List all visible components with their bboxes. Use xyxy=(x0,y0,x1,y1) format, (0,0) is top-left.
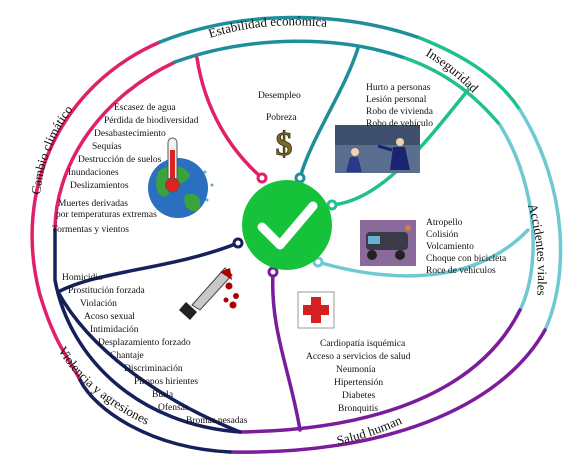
ring-estabilidad xyxy=(158,15,422,44)
ring-accidentes xyxy=(518,108,563,332)
dot-green xyxy=(326,199,338,211)
robbery-scene-icon xyxy=(335,125,420,173)
salud-item: Cardiopatía isquémica xyxy=(320,339,406,349)
spoke-navy xyxy=(56,241,240,294)
inner-ring-pink xyxy=(53,60,177,232)
inner-ring-navy xyxy=(53,228,242,434)
accidentes-item: Choque con bicicleta xyxy=(426,254,507,264)
clima-item: por temperaturas extremas xyxy=(56,210,157,220)
inner-ring-teal xyxy=(173,39,407,64)
ring-salud xyxy=(228,328,547,454)
inner-ring-lightblue xyxy=(498,123,535,312)
inner-ring-purple xyxy=(238,308,522,434)
salud-item: Bronquitis xyxy=(338,404,379,414)
dot-pink xyxy=(256,172,268,184)
ring-clima xyxy=(30,40,162,382)
svg-text:$: $ xyxy=(276,126,293,163)
economia-item: Pobreza xyxy=(266,113,297,123)
dollar-icon: $ xyxy=(275,126,293,164)
salud-item: Acceso a servicios de salud xyxy=(306,352,411,362)
inner-ring-green xyxy=(403,56,502,127)
accidentes-item: Volcamiento xyxy=(426,242,474,252)
spoke-teal xyxy=(298,46,360,180)
clima-item: Inundaciones xyxy=(68,168,119,178)
ring-inseguridad xyxy=(418,36,522,112)
knife-blood-icon xyxy=(179,267,239,320)
salud-item: Diabetes xyxy=(342,391,376,401)
violencia-item: Prostitución forzada xyxy=(68,286,145,296)
spoke-purple xyxy=(270,270,302,432)
spoke-violencia-inner xyxy=(56,290,242,434)
accidentes-item: Atropello xyxy=(426,218,463,228)
violencia-item: Chantaje xyxy=(110,351,144,361)
clima-item: Deslizamientos xyxy=(70,181,129,191)
salud-item: Neumonía xyxy=(336,365,376,375)
salud-item: Hipertensión xyxy=(334,378,384,388)
dot-teal xyxy=(294,172,306,184)
violencia-item: Discriminación xyxy=(124,364,183,374)
red-cross-icon xyxy=(297,291,335,329)
ring-violencia xyxy=(78,378,232,454)
clima-item: Muertes derivadas xyxy=(58,199,128,209)
section-clima: Cambio climático xyxy=(28,102,75,195)
clima-item: Pérdida de biodiversidad xyxy=(104,116,199,126)
clima-item: Escasez de agua xyxy=(114,103,176,113)
violencia-item: Desplazamiento forzado xyxy=(98,338,191,348)
dot-purple xyxy=(267,266,279,278)
economia-item: Desempleo xyxy=(258,91,301,101)
violencia-item: Homicidio xyxy=(62,273,103,283)
dot-navy xyxy=(232,237,244,249)
clima-item: Desabastecimiento xyxy=(94,129,166,139)
spoke-pink xyxy=(195,56,264,180)
check-icon xyxy=(242,180,332,270)
violencia-item: Intimidación xyxy=(90,325,139,335)
inseguridad-item: Hurto a personas xyxy=(366,83,431,93)
dot-lightblue xyxy=(312,256,324,268)
inseguridad-item: Robo de vehículo xyxy=(366,119,434,129)
violencia-item: Ofensas xyxy=(158,403,189,413)
section-estabilidad: Estabilidad económica xyxy=(207,13,329,41)
violencia-item: Bromas pesadas xyxy=(186,416,248,426)
inseguridad-item: Lesión personal xyxy=(366,95,427,105)
clima-item: Sequías xyxy=(92,142,122,152)
violencia-item: Acoso sexual xyxy=(84,312,135,322)
violencia-item: Violación xyxy=(80,299,117,309)
accidentes-item: Roce de vehículos xyxy=(426,266,496,276)
car-accident-icon xyxy=(360,220,416,266)
globe-thermometer-icon xyxy=(148,137,214,218)
clima-item: Tormentas y vientos xyxy=(52,225,129,235)
inseguridad-item: Robo de vivienda xyxy=(366,107,434,117)
spoke-lightblue xyxy=(316,228,530,278)
violencia-item: Piropos hirientes xyxy=(134,377,199,387)
clima-item: Destrucción de suelos xyxy=(78,155,162,165)
accidentes-item: Colisión xyxy=(426,230,459,240)
violencia-item: Burla xyxy=(152,390,174,400)
